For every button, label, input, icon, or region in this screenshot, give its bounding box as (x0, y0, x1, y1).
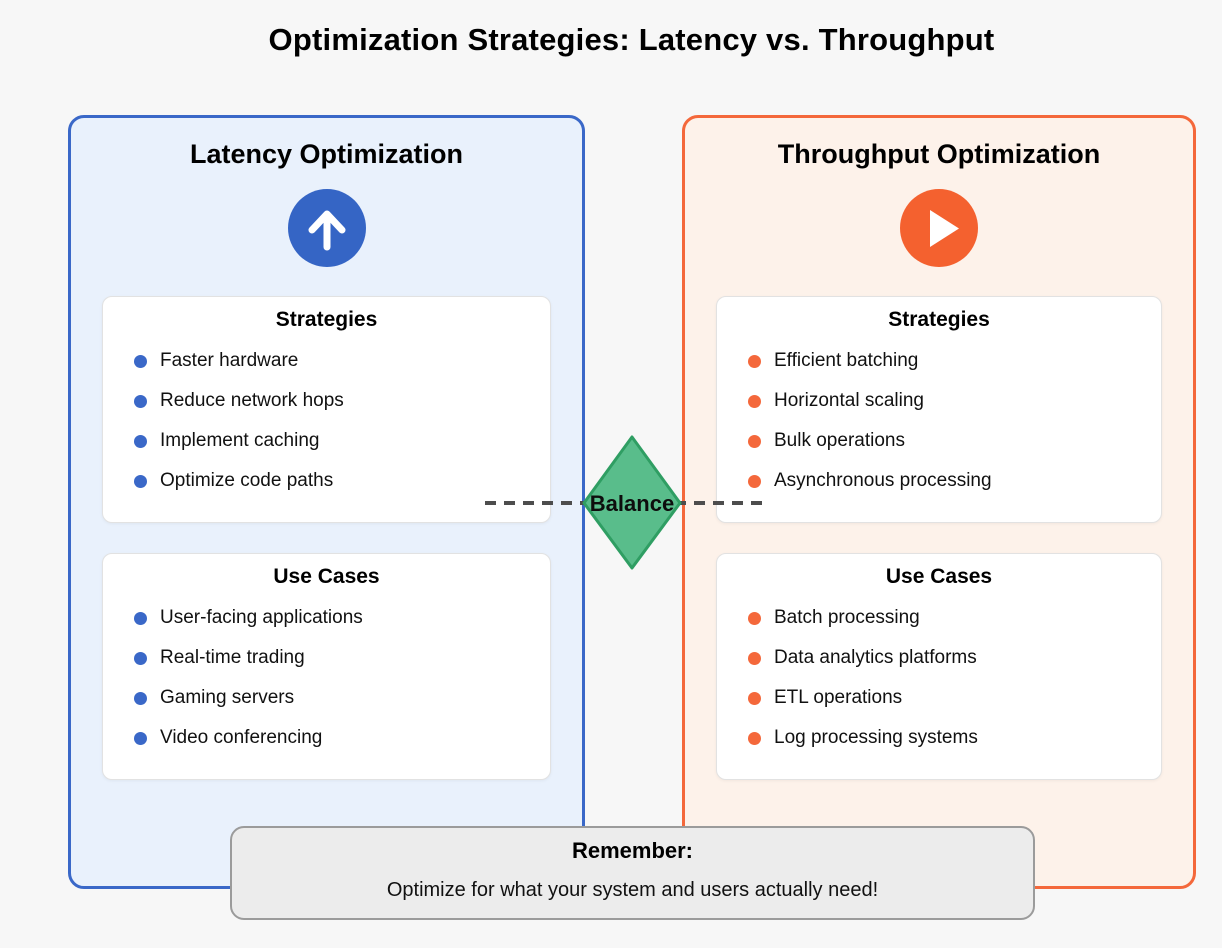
bullet-icon (134, 691, 147, 705)
list-item-label: Real-time trading (160, 647, 305, 668)
list-item-label: Bulk operations (774, 430, 905, 451)
up-arrow-icon (287, 189, 366, 267)
list-item: Gaming servers (134, 678, 550, 718)
throughput-panel: Throughput Optimization Strategies Effic… (682, 115, 1196, 889)
bullet-icon (748, 731, 761, 745)
bullet-icon (748, 354, 761, 368)
balance-label: Balance (590, 491, 674, 516)
card-title: Use Cases (273, 565, 380, 588)
play-icon (900, 189, 978, 267)
strategies-list: Faster hardware Reduce network hops Impl… (103, 341, 550, 501)
card-title: Use Cases (885, 565, 993, 588)
list-item: Data analytics platforms (748, 638, 1161, 678)
list-item: Horizontal scaling (748, 381, 1161, 421)
latency-use-cases-card: Use Cases User-facing applications Real-… (102, 553, 551, 780)
list-item-label: ETL operations (774, 687, 903, 708)
list-item-label: Video conferencing (160, 727, 323, 748)
bullet-icon (748, 434, 761, 448)
remember-message: Optimize for what your system and users … (386, 879, 879, 901)
bullet-icon (748, 611, 761, 625)
balance-diamond (582, 435, 682, 570)
list-item-label: Optimize code paths (160, 470, 334, 491)
bullet-icon (134, 434, 147, 448)
list-item-label: Reduce network hops (160, 390, 344, 411)
list-item-label: Faster hardware (160, 350, 299, 371)
list-item: Optimize code paths (134, 461, 550, 501)
list-item: Reduce network hops (134, 381, 550, 421)
list-item-label: Efficient batching (774, 350, 919, 371)
list-item: User-facing applications (134, 598, 550, 638)
remember-title: Remember: (571, 838, 694, 863)
bullet-icon (134, 611, 147, 625)
latency-panel-title: Latency Optimization (189, 139, 464, 169)
list-item-label: Log processing systems (774, 727, 978, 748)
bullet-icon (748, 691, 761, 705)
list-item: Video conferencing (134, 718, 550, 758)
bullet-icon (748, 651, 761, 665)
list-item: Faster hardware (134, 341, 550, 381)
list-item: Implement caching (134, 421, 550, 461)
list-item: Asynchronous processing (748, 461, 1161, 501)
bullet-icon (134, 474, 147, 488)
list-item-label: Horizontal scaling (774, 390, 924, 411)
list-item-label: Gaming servers (160, 687, 295, 708)
list-item: ETL operations (748, 678, 1161, 718)
throughput-panel-title: Throughput Optimization (777, 139, 1101, 169)
list-item-label: User-facing applications (160, 607, 363, 628)
use-cases-list: User-facing applications Real-time tradi… (103, 598, 550, 758)
latency-panel: Latency Optimization Strategies Faster h… (68, 115, 585, 889)
list-item: Batch processing (748, 598, 1161, 638)
list-item-label: Data analytics platforms (774, 647, 977, 668)
throughput-use-cases-card: Use Cases Batch processing Data analytic… (716, 553, 1162, 780)
strategies-list: Efficient batching Horizontal scaling Bu… (717, 341, 1161, 501)
bullet-icon (748, 474, 761, 488)
page-title: Optimization Strategies: Latency vs. Thr… (268, 22, 995, 57)
card-title: Strategies (888, 308, 990, 331)
bullet-icon (134, 394, 147, 408)
list-item: Efficient batching (748, 341, 1161, 381)
remember-note: Remember: Optimize for what your system … (230, 826, 1035, 920)
card-title: Strategies (275, 308, 378, 331)
list-item-label: Batch processing (774, 607, 920, 628)
bullet-icon (134, 651, 147, 665)
latency-strategies-card: Strategies Faster hardware Reduce networ… (102, 296, 551, 523)
use-cases-list: Batch processing Data analytics platform… (717, 598, 1161, 758)
bullet-icon (748, 394, 761, 408)
bullet-icon (134, 731, 147, 745)
list-item-label: Implement caching (160, 430, 320, 451)
list-item: Log processing systems (748, 718, 1161, 758)
list-item-label: Asynchronous processing (774, 470, 992, 491)
throughput-strategies-card: Strategies Efficient batching Horizontal… (716, 296, 1162, 523)
list-item: Real-time trading (134, 638, 550, 678)
bullet-icon (134, 354, 147, 368)
list-item: Bulk operations (748, 421, 1161, 461)
